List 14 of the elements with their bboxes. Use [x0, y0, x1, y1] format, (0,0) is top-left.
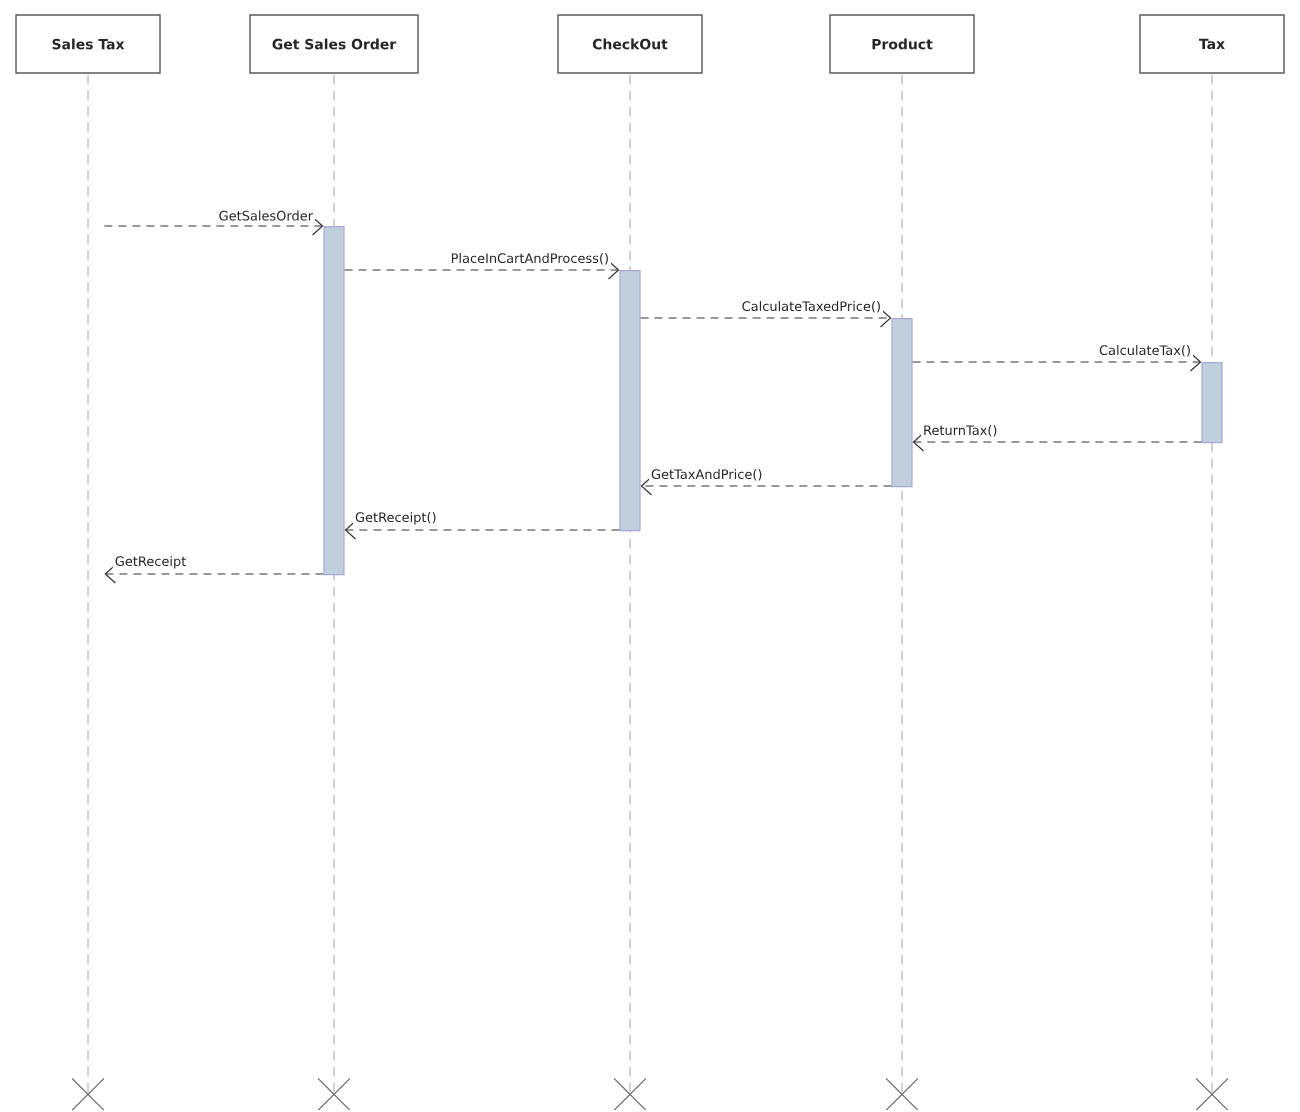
message-arrow — [912, 352, 1202, 372]
activation-bar — [1201, 362, 1223, 444]
lifeline — [1196, 74, 1228, 1111]
message-arrow — [104, 564, 324, 584]
message-arrow — [640, 476, 892, 496]
message-arrow — [344, 520, 620, 540]
message-arrow — [344, 260, 620, 280]
lifeline — [72, 74, 104, 1111]
message-arrow — [640, 308, 892, 328]
message-arrow — [912, 432, 1202, 452]
activation-bar — [323, 226, 345, 576]
activation-bar — [619, 270, 641, 532]
message-arrow — [103, 216, 324, 236]
activation-bar — [891, 318, 913, 488]
